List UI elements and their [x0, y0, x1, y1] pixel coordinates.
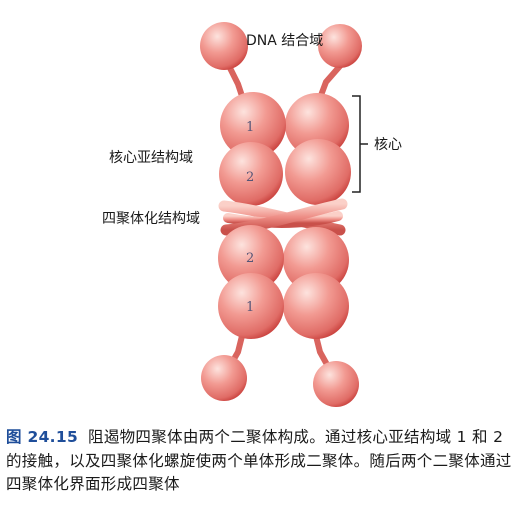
dna-binding-head-top-right — [318, 24, 362, 68]
lower-core-sphere-1-left — [218, 273, 284, 339]
repressor-tetramer-diagram: 1 2 2 1 DNA 结合域 核心 核心亚结构域 四聚体化结构域 — [102, 22, 402, 407]
upper-core-sphere-2-right — [285, 139, 351, 205]
dna-binding-head-bottom-left — [201, 355, 247, 401]
caption-text: 阻遏物四聚体由两个二聚体构成。通过核心亚结构域 1 和 2 的接触，以及四聚体化… — [6, 428, 512, 493]
tetramerization-helices — [218, 198, 348, 236]
sphere-number-upper-2: 2 — [246, 170, 254, 185]
dna-binding-head-bottom-right — [313, 361, 359, 407]
lower-core-sphere-2-right — [283, 227, 349, 293]
dna-binding-head-top-left — [200, 22, 248, 70]
core-bracket — [352, 95, 368, 193]
core-label: 核心 — [374, 137, 402, 153]
top-left-linker — [227, 65, 245, 99]
core-subdomain-label: 核心亚结构域 — [109, 150, 193, 166]
lower-core-sphere-1-right — [283, 273, 349, 339]
tetramerization-domain-label: 四聚体化结构域 — [102, 211, 200, 227]
upper-core-sphere-1-right — [285, 93, 349, 157]
figure-number: 图 24.15 — [6, 428, 79, 446]
dna-binding-domain-label: DNA 结合域 — [246, 33, 323, 49]
sphere-number-upper-1: 1 — [246, 120, 254, 135]
upper-core-sphere-2-left — [219, 142, 283, 206]
sphere-number-lower-2: 2 — [246, 251, 254, 266]
top-right-linker — [317, 63, 343, 101]
lower-core-sphere-2-left — [218, 225, 284, 291]
sphere-number-lower-1: 1 — [246, 300, 254, 315]
upper-core-sphere-1-left — [220, 92, 286, 158]
